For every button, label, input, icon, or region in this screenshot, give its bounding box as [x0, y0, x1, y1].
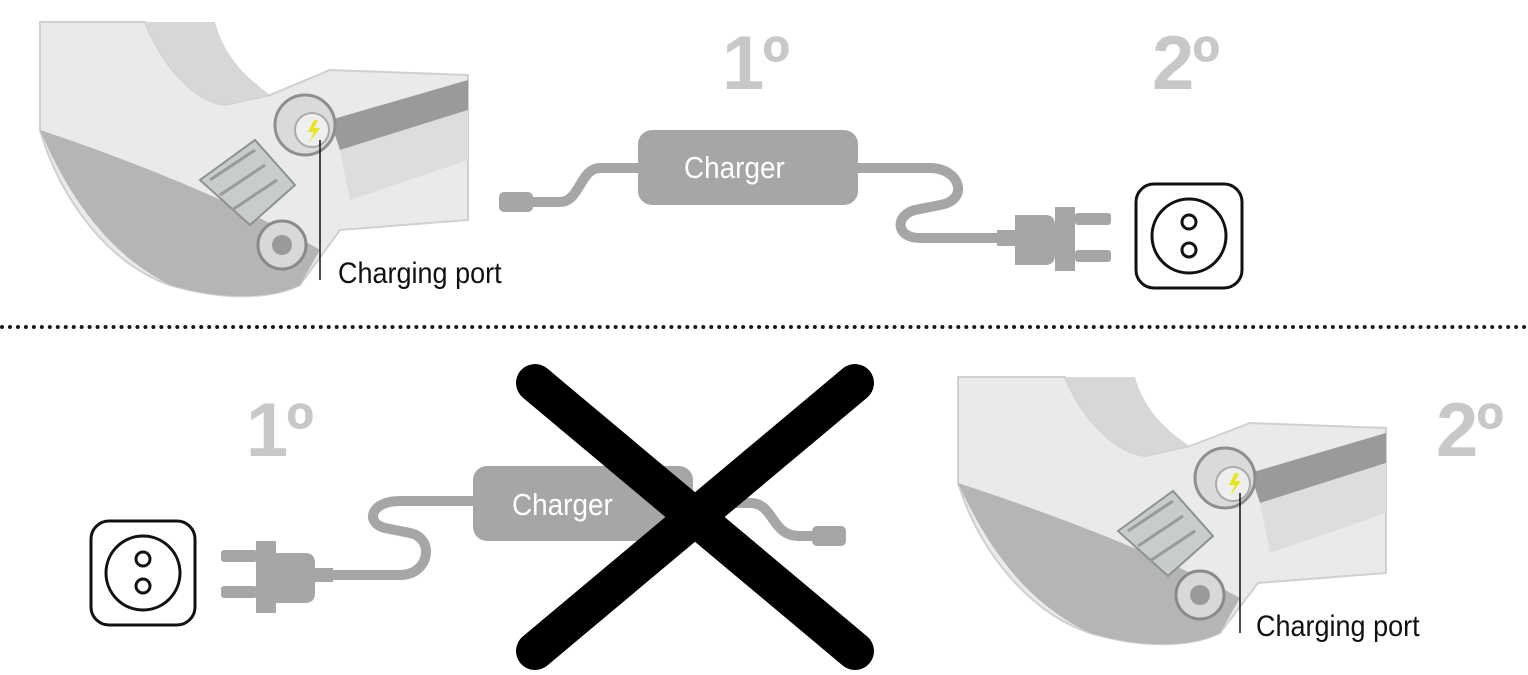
step-first-label: 1º	[722, 21, 790, 106]
wrong-order-panel: 1º 2º Charger Charging port	[0, 333, 1528, 675]
cross-mark-icon	[516, 364, 874, 670]
step-first-label: 1º	[246, 388, 314, 473]
plug-icon	[221, 541, 333, 613]
lightning-icon	[1229, 473, 1241, 496]
dotted-divider	[0, 325, 1528, 329]
plug-icon	[997, 207, 1111, 271]
top-illustration	[39, 21, 1244, 298]
bike-frame-icon	[39, 21, 469, 298]
correct-order-panel: 1º 2º Charger Charging port	[0, 0, 1528, 322]
step-second-label: 2º	[1152, 21, 1220, 106]
lightning-icon	[308, 120, 320, 143]
bottom-illustration	[89, 364, 1387, 670]
wall-socket-icon	[89, 519, 197, 627]
charger-label: Charger	[684, 150, 785, 185]
charging-port-label: Charging port	[1256, 610, 1420, 643]
charging-port-label: Charging port	[338, 257, 502, 290]
charger-label: Charger	[512, 487, 613, 522]
bike-frame-icon	[957, 376, 1387, 646]
charger-icon	[499, 130, 1005, 243]
wall-socket-icon	[1134, 182, 1244, 290]
step-second-label: 2º	[1436, 388, 1504, 473]
